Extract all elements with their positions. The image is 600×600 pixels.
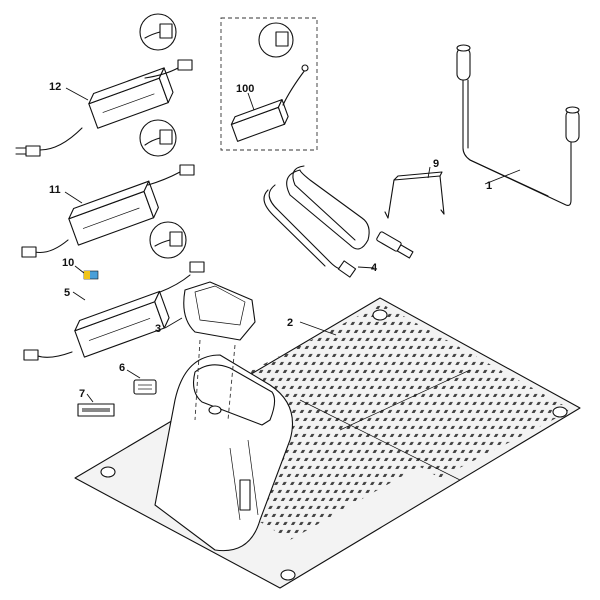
callout-10: 10 [62, 257, 74, 269]
part-6-block [133, 379, 157, 395]
detail-inset-100 [220, 17, 318, 151]
callout-11: 11 [49, 184, 61, 196]
callout-4: 4 [371, 262, 378, 274]
callout-5: 5 [64, 287, 70, 299]
mounting-clip [384, 171, 445, 219]
callout-6: 6 [119, 362, 125, 374]
callout-7: 7 [79, 388, 85, 400]
callout-2: 2 [287, 317, 293, 329]
leader-lines [64, 87, 521, 403]
callout-1: 1 [486, 180, 492, 192]
power-supply-11 [21, 119, 195, 258]
power-supply-5 [23, 221, 205, 361]
power-supply-12 [15, 13, 193, 157]
station-cover [183, 281, 256, 421]
label-strip-7 [77, 403, 115, 417]
charging-station [154, 354, 294, 552]
label-10 [83, 270, 99, 280]
callout-100: 100 [236, 83, 254, 95]
callout-3: 3 [155, 323, 161, 335]
callouts: 1 2 3 4 5 6 7 9 10 11 12 100 [49, 81, 492, 400]
callout-12: 12 [49, 81, 61, 93]
usb-cable [263, 165, 414, 278]
wire-bracket [456, 44, 580, 206]
base-mat [74, 297, 581, 589]
callout-9: 9 [433, 158, 439, 170]
